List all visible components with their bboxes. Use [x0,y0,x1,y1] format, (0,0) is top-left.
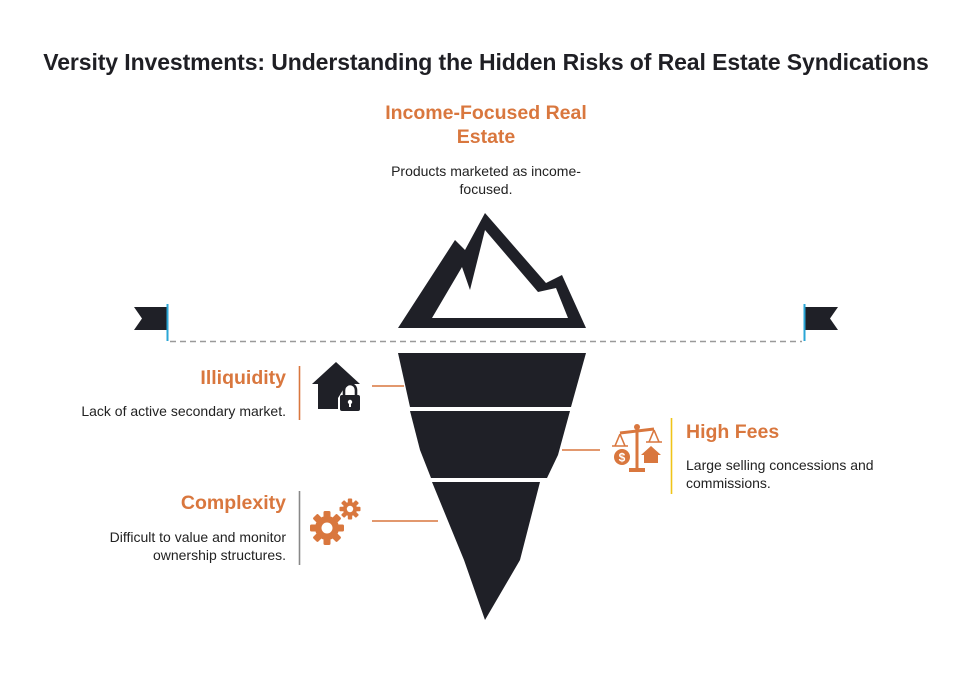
complexity-description: Difficult to value and monitor ownership… [109,529,286,563]
house-lock-icon [312,362,360,411]
iceberg-layer-3 [432,482,540,620]
gears-icon [310,498,361,545]
svg-text:$: $ [619,451,626,465]
right-flag [803,304,838,341]
tip-heading: Income-Focused Real Estate [385,102,587,148]
tip-description: Products marketed as income-focused. [391,163,581,197]
complexity-heading: Complexity [180,492,286,514]
iceberg-layer-2 [410,411,570,478]
illiquidity-heading: Illiquidity [200,367,286,389]
illiquidity-description: Lack of active secondary market. [81,403,286,419]
high-fees-description: Large selling concessions and commission… [686,457,874,491]
high-fees-heading: High Fees [686,421,780,443]
diagram-title: Versity Investments: Understanding the H… [43,49,929,75]
scale-money-house-icon: $ [612,424,662,472]
iceberg-tip [398,213,586,328]
iceberg-layer-1 [398,353,586,407]
left-flag [134,304,169,341]
